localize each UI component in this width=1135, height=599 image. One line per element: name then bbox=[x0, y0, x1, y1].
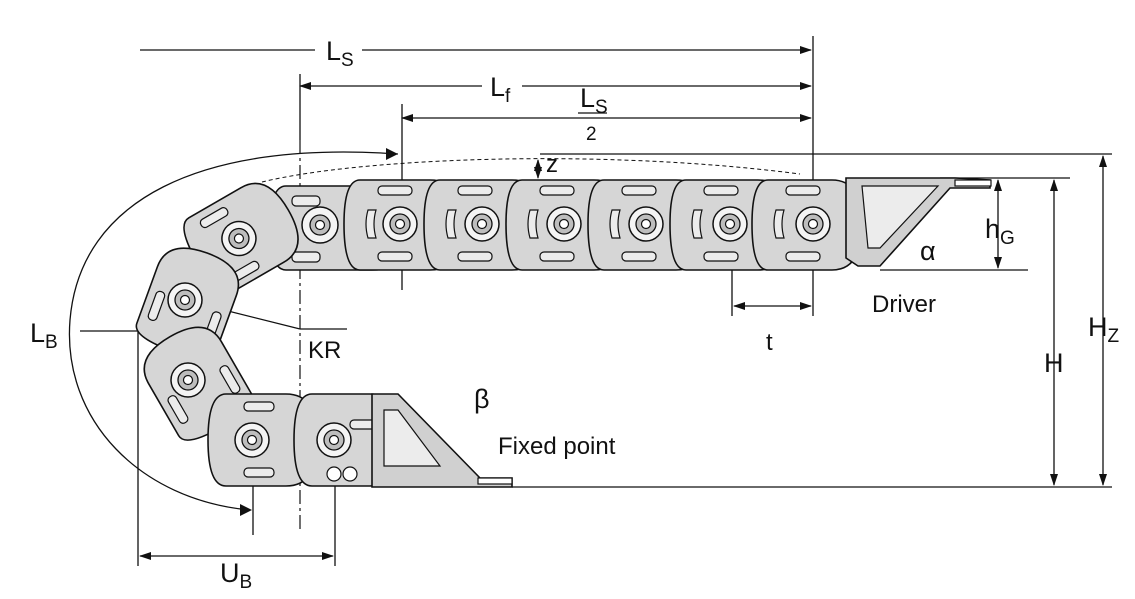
fixed-point-bracket bbox=[371, 393, 513, 488]
lb-arc bbox=[68, 151, 399, 511]
lower-run-links bbox=[207, 393, 513, 488]
ls-half-numerator: LS bbox=[580, 83, 608, 118]
hz-label: HZ bbox=[1088, 312, 1120, 347]
lb-label: LB bbox=[30, 318, 58, 353]
upper-run-links bbox=[269, 177, 992, 271]
lb-arc-arrow-top bbox=[386, 148, 398, 160]
h-label: H bbox=[1044, 348, 1064, 378]
hg-label: hG bbox=[985, 214, 1015, 249]
top-envelope-dashed bbox=[261, 158, 801, 183]
chain-link bbox=[207, 393, 319, 487]
driver-bracket bbox=[845, 177, 992, 267]
fixed-point-label: Fixed point bbox=[498, 433, 616, 460]
ub-label: UB bbox=[220, 558, 252, 593]
lf-label: Lf bbox=[490, 72, 511, 107]
text-labels: LS Lf LS 2 z hG α Driver t HZ H LB KR β … bbox=[30, 36, 1120, 593]
t-label: t bbox=[766, 329, 773, 356]
bend-links bbox=[135, 182, 299, 441]
ls-label: LS bbox=[326, 36, 354, 71]
chain-link bbox=[751, 179, 863, 271]
z-label: z bbox=[546, 151, 558, 178]
lb-arc-arrow-bottom bbox=[240, 504, 252, 516]
beta-label: β bbox=[474, 384, 490, 414]
chain-link bbox=[167, 282, 203, 318]
driver-label: Driver bbox=[872, 291, 936, 318]
chain-link bbox=[170, 362, 206, 398]
ls-half-denominator: 2 bbox=[586, 124, 597, 145]
kr-label: KR bbox=[308, 337, 341, 364]
alpha-label: α bbox=[920, 236, 936, 266]
